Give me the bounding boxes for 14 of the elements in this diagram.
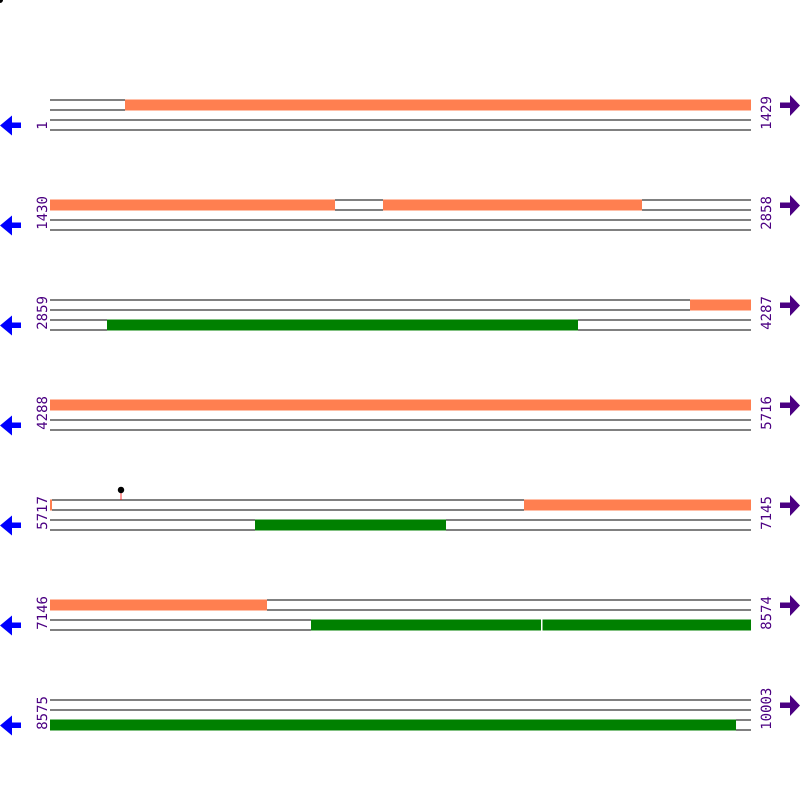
position-number: 5717 [36, 497, 48, 529]
position-number: 8574 [760, 596, 772, 629]
position-number: 4287 [760, 297, 772, 330]
position-number: 7146 [36, 597, 48, 629]
position-number: 10003 [760, 688, 772, 728]
position-number: 4288 [36, 396, 48, 430]
position-number: 1430 [36, 197, 48, 228]
position-number: 8575 [36, 697, 48, 729]
position-number: 2858 [760, 196, 772, 229]
position-number: 1 [36, 122, 47, 128]
position-number: 1429 [760, 97, 772, 128]
position-number: 7145 [760, 497, 772, 529]
position-number: 2859 [36, 297, 48, 329]
position-number: 5716 [760, 397, 772, 429]
